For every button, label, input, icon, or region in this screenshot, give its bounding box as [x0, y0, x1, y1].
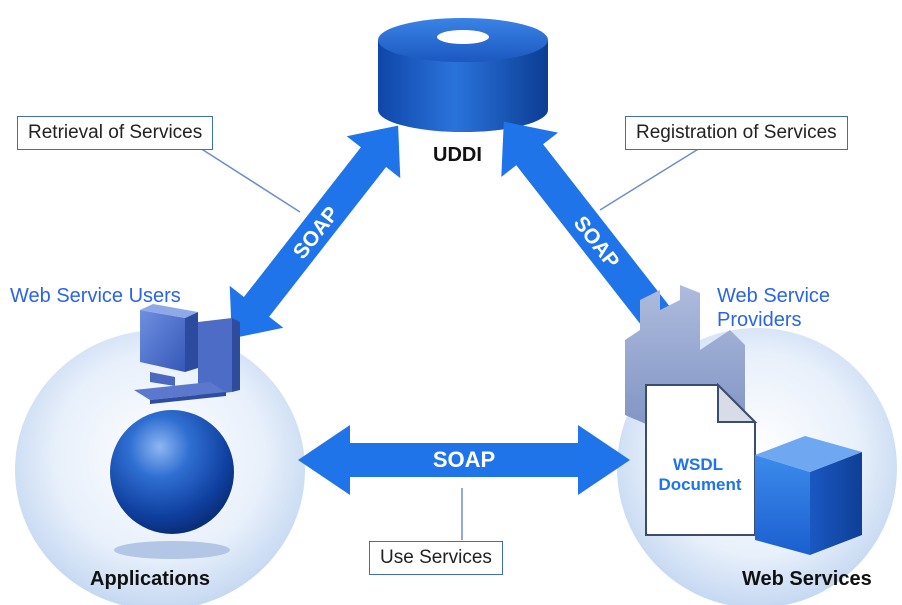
soap-arrow-bottom: SOAP — [298, 425, 630, 495]
providers-label-line1: Web Service — [717, 285, 831, 307]
applications-sphere-shadow — [114, 541, 230, 559]
retrieval-connector — [199, 147, 301, 213]
uddi-database-icon — [378, 18, 548, 132]
wsdl-label-line2: Document — [658, 475, 741, 494]
wsdl-label-line1: WSDL — [673, 455, 723, 474]
applications-sphere-icon — [110, 410, 234, 534]
registration-connector — [599, 147, 701, 211]
soap-label-bottom: SOAP — [433, 447, 495, 472]
web-service-providers-label: Web Service Providers — [717, 284, 830, 332]
web-service-users-label: Web Service Users — [10, 285, 181, 307]
providers-label-line2: Providers — [717, 309, 802, 331]
web-services-label: Web Services — [742, 568, 872, 590]
web-services-cube-icon — [755, 436, 862, 555]
use-services-callout: Use Services — [369, 541, 503, 575]
applications-label: Applications — [90, 568, 211, 590]
wsdl-document-icon: WSDL Document — [645, 382, 758, 536]
soap-arrow-right: SOAP — [501, 121, 690, 353]
retrieval-callout: Retrieval of Services — [17, 116, 214, 150]
uddi-label: UDDI — [433, 144, 482, 166]
computer-icon — [134, 304, 240, 404]
registration-callout: Registration of Services — [625, 116, 848, 150]
